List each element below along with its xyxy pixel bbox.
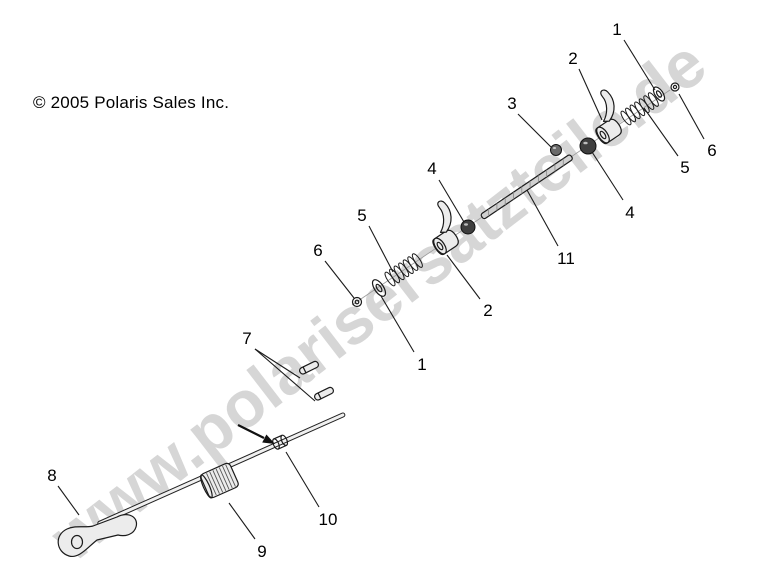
callout-1: 1 — [417, 355, 426, 374]
callout-5: 5 — [680, 158, 689, 177]
leader-line — [228, 502, 256, 540]
part-shift-rod — [480, 154, 573, 220]
part-shift-fork — [595, 89, 622, 145]
leader-line — [368, 225, 394, 273]
callout-9: 9 — [257, 542, 266, 561]
part-toothed-sector — [199, 462, 239, 499]
leader-line — [643, 107, 679, 157]
part-small-washer — [670, 82, 680, 92]
callout-8: 8 — [47, 466, 56, 485]
part-shift-arm — [57, 514, 138, 558]
part-washer — [371, 279, 387, 297]
callout-4: 4 — [427, 159, 436, 178]
leader-line — [446, 254, 481, 300]
callout-4: 4 — [625, 203, 634, 222]
leader-line — [254, 348, 301, 379]
part-detent-ball — [550, 144, 562, 156]
leader-line — [578, 68, 603, 121]
callout-6: 6 — [707, 141, 716, 160]
part-dowel-pin — [314, 386, 335, 401]
callout-1: 1 — [612, 20, 621, 39]
leader-line — [254, 348, 316, 402]
callout-5: 5 — [357, 206, 366, 225]
leader-line — [285, 451, 320, 508]
part-detent-ball — [460, 219, 476, 235]
callout-10: 10 — [319, 510, 338, 529]
direction-arrow — [237, 424, 275, 444]
callout-6: 6 — [313, 241, 322, 260]
part-collar — [272, 434, 289, 450]
part-small-washer — [351, 296, 363, 308]
part-dowel-pin — [299, 360, 320, 375]
leader-line — [678, 93, 705, 140]
leader-line — [526, 189, 559, 247]
callout-2: 2 — [568, 49, 577, 68]
part-washer — [652, 86, 666, 102]
callout-7: 7 — [242, 329, 251, 348]
leader-line — [324, 260, 355, 299]
part-shift-fork — [432, 200, 459, 256]
callout-2: 2 — [483, 301, 492, 320]
leader-line — [57, 485, 80, 516]
leader-line — [380, 295, 415, 353]
part-spring — [384, 253, 423, 287]
callout-3: 3 — [507, 94, 516, 113]
leader-line — [517, 113, 552, 148]
leader-line — [438, 179, 465, 223]
callout-11: 11 — [557, 249, 575, 268]
leader-line — [591, 151, 624, 201]
leader-line — [623, 39, 656, 91]
part-detent-ball — [579, 137, 597, 155]
part-spring — [620, 92, 659, 126]
copyright-text: © 2005 Polaris Sales Inc. — [33, 93, 230, 112]
